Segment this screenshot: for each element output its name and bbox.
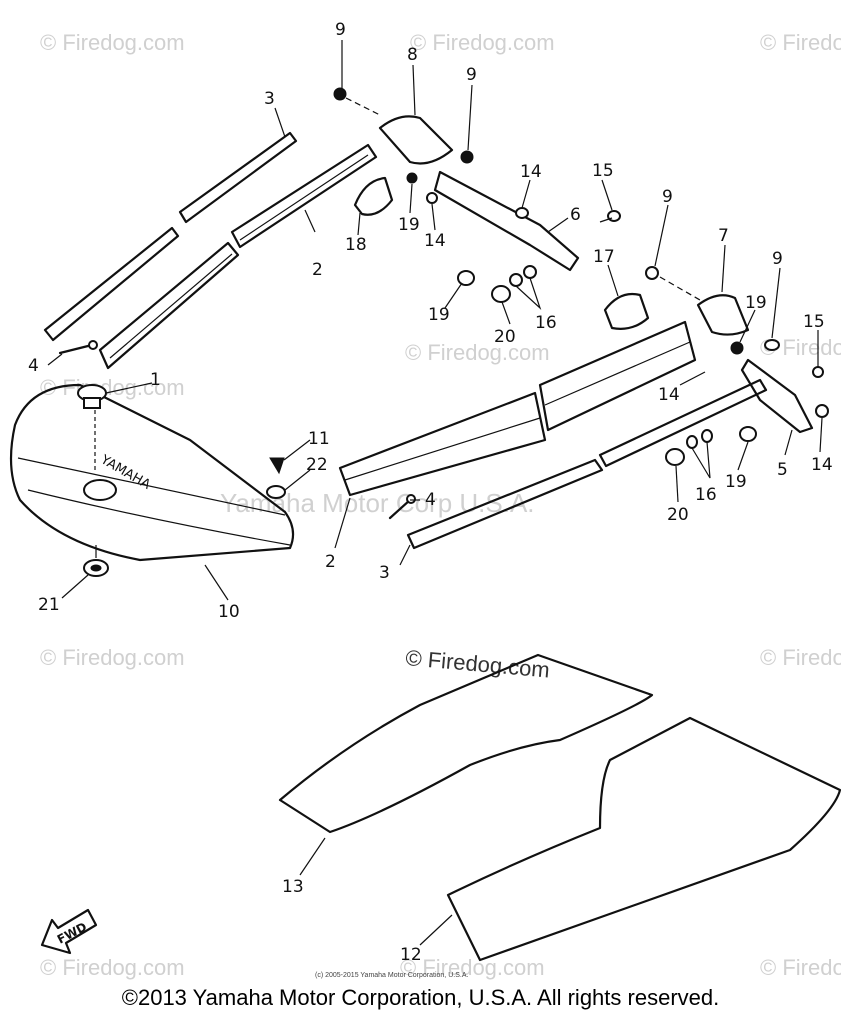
bolt-9-b [460, 150, 474, 164]
part-label: 17 [593, 247, 615, 267]
part-label: 15 [803, 312, 825, 332]
right-rail-lower-3 [406, 378, 768, 550]
bolt-15-top [599, 210, 621, 223]
part-label: 9 [772, 249, 783, 269]
part-label: 10 [218, 602, 240, 622]
part-label: 6 [570, 205, 581, 225]
part-label: 9 [662, 187, 673, 207]
bolt-15-right [812, 366, 824, 378]
left-rail-upper-3 [43, 131, 298, 342]
bolt-14-b [426, 192, 438, 204]
fwd-arrow-text: FWD [55, 920, 89, 947]
bracket-7 [696, 294, 750, 336]
watermark-text: © Firedog.com [40, 645, 185, 670]
cover-18 [353, 176, 394, 216]
plug-1 [77, 384, 107, 470]
watermark-group: © Firedog.com © Firedog.com © Firedog.co… [40, 30, 841, 980]
part-label: 16 [535, 313, 557, 333]
fwd-arrow: FWD [40, 908, 98, 955]
brace-6 [433, 170, 580, 272]
part-label: 4 [28, 356, 39, 376]
part-label: 22 [306, 455, 328, 475]
part-label: 18 [345, 235, 367, 255]
nut-19-d [739, 426, 757, 442]
bracket-17 [603, 292, 650, 330]
bolt-4-left [58, 340, 98, 355]
part-label: 15 [592, 161, 614, 181]
part-labels: 9 8 9 3 14 15 6 9 2 18 19 14 17 7 9 19 1… [28, 20, 833, 965]
nut-19-a [406, 172, 418, 184]
part-label: 5 [777, 460, 788, 480]
bolt-14-top [515, 207, 529, 219]
part-label: 8 [407, 45, 418, 65]
watermark-text: © Firedog.com [40, 30, 185, 55]
part-label: 9 [335, 20, 346, 40]
left-rail-lower-2 [98, 143, 378, 370]
part-label: 12 [400, 945, 422, 965]
watermark-text: © Firedog.com [760, 955, 841, 980]
mat-13 [278, 653, 654, 834]
part-label: 9 [466, 65, 477, 85]
washers-16-b [686, 429, 713, 449]
part-label: 3 [379, 563, 390, 583]
part-label: 4 [425, 490, 436, 510]
part-label: 19 [745, 293, 767, 313]
small-copyright-text: (c) 2005-2015 Yamaha Motor Corporation, … [315, 972, 468, 979]
bolt-9-c [645, 266, 701, 301]
leader-lines [47, 40, 823, 946]
brace-5 [740, 358, 814, 434]
bolt-4-right [388, 494, 416, 520]
washer-22 [266, 485, 286, 499]
watermark-text: © Firedog.com [760, 30, 841, 55]
part-label: 16 [695, 485, 717, 505]
watermark-text: © Firedog.com [40, 955, 185, 980]
part-label: 19 [398, 215, 420, 235]
part-label: 11 [308, 429, 330, 449]
bolt-9-a [333, 87, 381, 116]
part-label: 2 [312, 260, 323, 280]
part-label: 21 [38, 595, 60, 615]
copyright-footer: ©2013 Yamaha Motor Corporation, U.S.A. A… [121, 985, 720, 1010]
spacer-20-b [665, 448, 685, 466]
watermark-overlay-text: © Firedog.com [405, 645, 551, 683]
watermark-text: © Firedog.com [410, 30, 555, 55]
part-label: 1 [150, 370, 161, 390]
part-label: 14 [658, 385, 680, 405]
watermark-text: © Firedog.com [760, 645, 841, 670]
mat-12 [446, 716, 841, 962]
part-label: 7 [718, 226, 729, 246]
right-rail-upper-2 [338, 320, 697, 497]
nut-21 [83, 545, 109, 577]
part-label: 20 [494, 327, 516, 347]
nut-19-c [730, 341, 744, 355]
part-label: 19 [428, 305, 450, 325]
part-label: 2 [325, 552, 336, 572]
part-label: 14 [424, 231, 446, 251]
watermark-text: © Firedog.com [400, 955, 545, 980]
part-label: 19 [725, 472, 747, 492]
part-label: 3 [264, 89, 275, 109]
spacer-20-a [491, 285, 511, 303]
front-bumper-10: YAMAHA [9, 383, 295, 562]
watermark-text: © Firedog.com [40, 375, 185, 400]
nut-19-b [457, 270, 475, 286]
part-label: 14 [520, 162, 542, 182]
bolt-14-right [815, 404, 829, 418]
screw-11 [269, 457, 285, 475]
part-label: 14 [811, 455, 833, 475]
watermark-text: © Firedog.com [405, 340, 550, 365]
bolt-9-d [764, 339, 780, 351]
bracket-8 [378, 115, 454, 165]
part-label: 13 [282, 877, 304, 897]
part-label: 20 [667, 505, 689, 525]
